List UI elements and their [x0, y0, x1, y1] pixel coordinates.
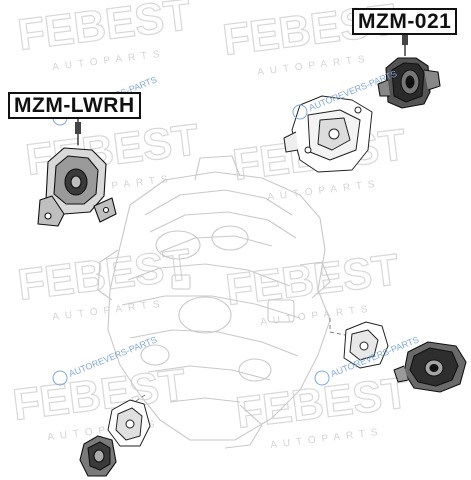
engine-outline — [97, 155, 331, 449]
autorevers-logo-icon — [292, 104, 308, 120]
autorevers-logo-icon — [52, 370, 68, 386]
mount-mzm-lwrh — [37, 147, 117, 227]
leader-mzm-021 — [402, 31, 408, 56]
leader-mzm-lwrh — [75, 117, 81, 145]
mount-mzm-021 — [377, 57, 441, 109]
autorevers-logo-icon — [314, 370, 330, 386]
bottom-mount-upper — [107, 399, 151, 447]
right-bracket — [343, 321, 389, 369]
right-lower-mount — [393, 341, 467, 393]
autorevers-text: AUTOREVERS-PARTS — [67, 334, 158, 378]
connector-lines — [77, 135, 346, 406]
part-label-mzm-lwrh: MZM-LWRH — [8, 92, 141, 119]
part-label-mzm-021: MZM-021 — [352, 8, 458, 35]
connector-right-mount — [329, 318, 346, 336]
upper-bracket — [283, 95, 373, 173]
bottom-mount-lower — [79, 435, 117, 477]
